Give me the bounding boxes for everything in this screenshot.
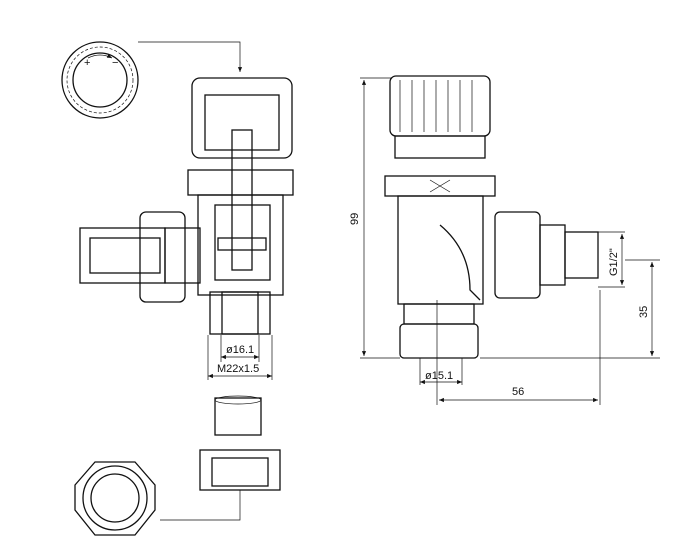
nut-part [160,449,281,521]
valve-section-view: ø16.1 M22x1.5 [79,77,294,380]
inlet-height-label: 35 [638,306,650,318]
nut-top-view [74,461,156,536]
valve-external-view: 99 G1/2" 35 ø15.1 56 [349,75,660,405]
thread-label: M22x1.5 [217,363,259,375]
insert-part [214,395,262,436]
bore-diameter-label: ø16.1 [226,344,254,356]
inlet-thread-label: G1/2" [608,248,620,276]
outlet-diameter-label: ø15.1 [425,370,453,382]
knob-top-view: + − [61,41,243,119]
length-label: 56 [512,386,524,398]
height-label: 99 [349,213,361,225]
minus-symbol: − [112,57,118,69]
plus-symbol: + [84,57,90,69]
